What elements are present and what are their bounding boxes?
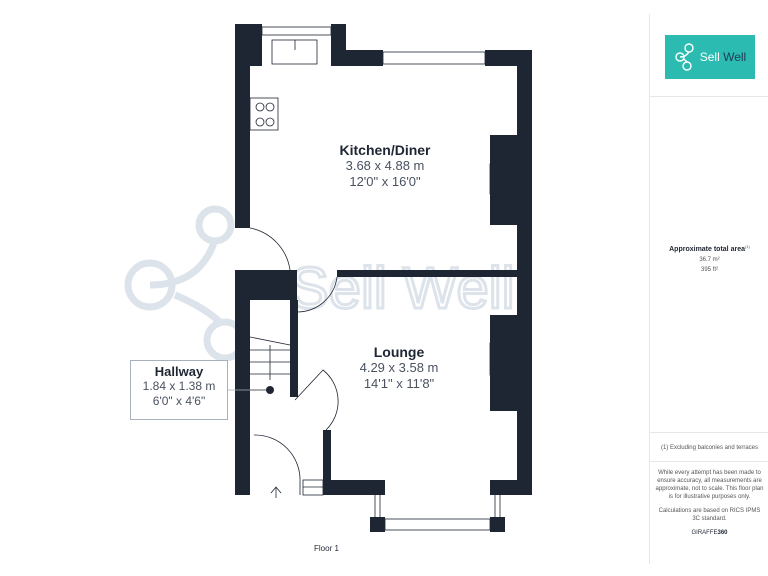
hallway-name: Hallway — [154, 364, 204, 379]
sell-well-logo: Sell Well — [665, 35, 755, 79]
footnote: (1) Excluding balconies and terraces — [660, 445, 759, 451]
hall-door-swing — [294, 369, 339, 431]
hob — [249, 97, 279, 131]
bay-window — [384, 518, 491, 531]
top-window — [382, 51, 486, 65]
front-door-swing — [253, 434, 301, 495]
kitchen-window — [261, 26, 332, 36]
kitchen-metric: 3.68 x 4.88 m — [345, 158, 425, 173]
newel-post — [266, 386, 274, 394]
logo-text-well: Well — [723, 50, 747, 64]
hallway-label: Hallway 1.84 x 1.38 m 6'0" x 4'6" — [130, 360, 228, 420]
hallway-metric: 1.84 x 1.38 m — [142, 379, 216, 393]
area-title: Approximate total area(1) — [669, 244, 750, 253]
calc-note: Calculations are based on RICS IPMS 3C s… — [658, 508, 761, 522]
logo-text-sell: Sell — [699, 50, 720, 64]
lounge-door-swing — [296, 276, 338, 313]
fireplace-kitchen — [489, 163, 501, 195]
kitchen-imperial: 12'0" x 16'0" — [349, 174, 421, 189]
info-panel: Sell Well Approximate total area(1) 36.7… — [649, 14, 768, 564]
stairs — [249, 336, 291, 380]
sink — [271, 39, 318, 65]
kitchen-label: Kitchen/Diner 3.68 x 4.88 m 12'0" x 16'0… — [339, 142, 430, 190]
fixtures — [226, 26, 501, 531]
kitchen-name: Kitchen/Diner — [339, 142, 431, 158]
panel-notes: While every attempt has been made to ens… — [650, 469, 768, 537]
lounge-imperial: 14'1" x 11'8" — [363, 376, 435, 391]
lounge-label: Lounge 4.29 x 3.58 m 14'1" x 11'8" — [360, 344, 439, 392]
kitchen-door-swing — [249, 227, 291, 271]
lounge-name: Lounge — [373, 344, 425, 360]
floor-label: Floor 1 — [314, 544, 339, 553]
logo-icon — [675, 43, 694, 71]
area-imperial: 395 ft² — [700, 267, 718, 273]
fireplace-lounge — [489, 342, 501, 376]
hallway-imperial: 6'0" x 4'6" — [152, 394, 206, 408]
disclaimer: While every attempt has been made to ens… — [655, 470, 764, 500]
giraffe360-brand: GIRAFFE360 — [691, 530, 728, 536]
walls — [235, 24, 532, 532]
lounge-metric: 4.29 x 3.58 m — [359, 360, 439, 375]
entrance-arrow-icon — [270, 486, 282, 498]
area-metric: 36.7 m² — [699, 257, 720, 263]
watermark-text: Sell Well — [290, 256, 515, 321]
watermark-logo — [124, 205, 247, 362]
